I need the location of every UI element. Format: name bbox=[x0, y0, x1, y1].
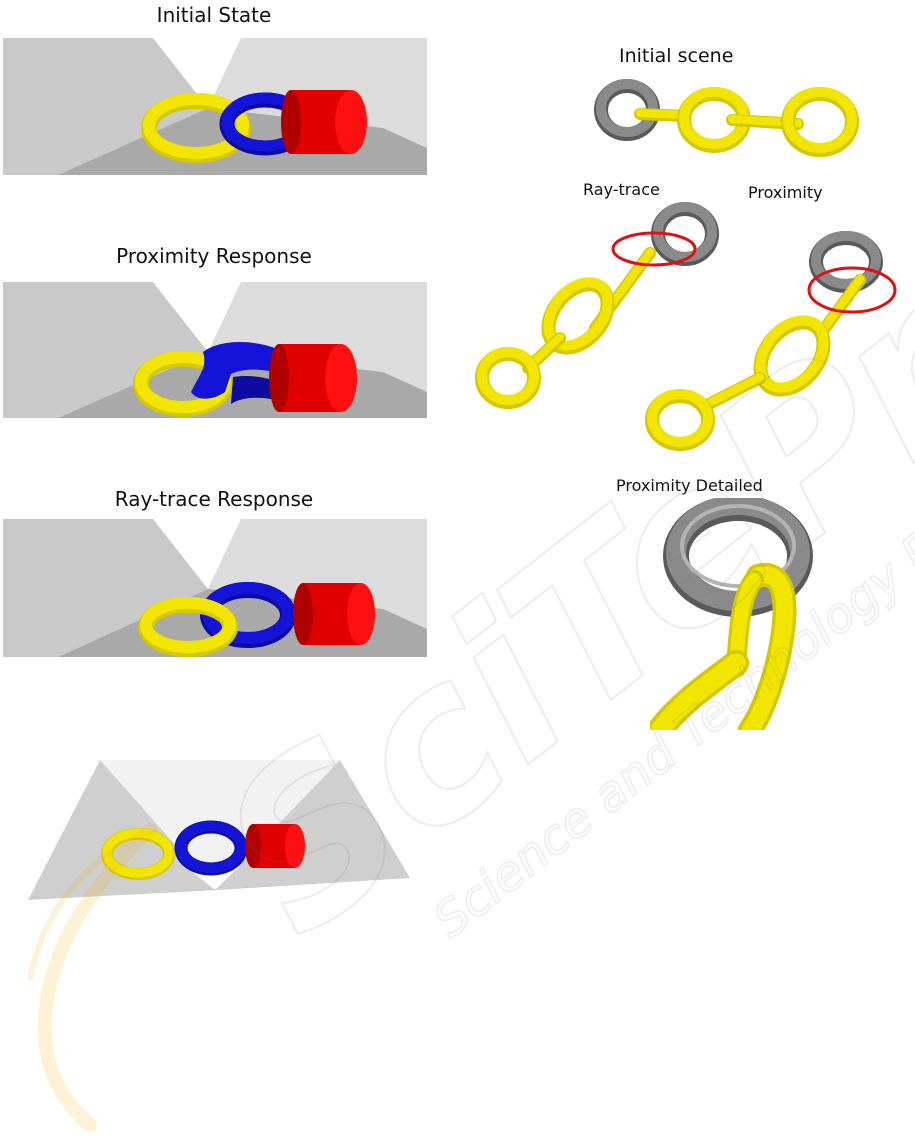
red-cylinder bbox=[269, 344, 357, 412]
proximity-detailed-panel bbox=[650, 498, 820, 730]
initial-scene-panel bbox=[590, 78, 870, 163]
initial-state-title: Initial State bbox=[2, 3, 426, 27]
raytrace-response-panel bbox=[3, 519, 427, 657]
initial-state-panel bbox=[3, 38, 427, 175]
raytrace-response-title: Ray-trace Response bbox=[2, 487, 426, 511]
raytrace-title: Ray-trace bbox=[583, 180, 660, 199]
chain-links bbox=[640, 92, 852, 150]
proximity-detailed-title: Proximity Detailed bbox=[616, 476, 763, 495]
proximity-response-panel bbox=[3, 282, 427, 418]
red-cylinder bbox=[245, 824, 305, 868]
red-cylinder bbox=[293, 583, 375, 645]
proximity-response-title: Proximity Response bbox=[2, 244, 426, 268]
raytrace-proximity-chains-panel bbox=[470, 198, 910, 460]
red-cylinder bbox=[281, 90, 367, 154]
overview-scene-panel bbox=[25, 758, 415, 903]
initial-scene-title: Initial scene bbox=[619, 45, 733, 67]
